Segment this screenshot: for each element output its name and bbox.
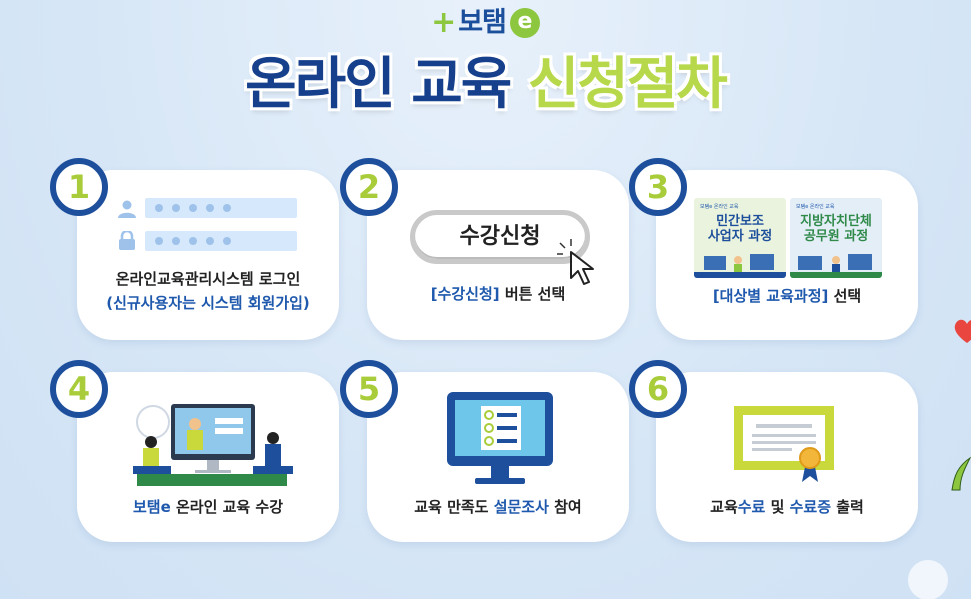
apply-button-illustration: 수강신청 <box>410 210 590 264</box>
decor-bubble <box>908 560 948 599</box>
cursor-icon <box>557 239 594 285</box>
course-2-title-b: 공무원 과정 <box>803 229 869 244</box>
id-field <box>145 198 297 218</box>
step-card-6: 교육수료 및 수료증 출력 <box>656 372 918 542</box>
online-learning-illustration <box>133 404 293 486</box>
course-card-public: 보탬e 온라인 교육 지방자치단체 공무원 과정 <box>790 198 882 278</box>
step-4-highlight: 보탬e <box>132 498 171 516</box>
step-number-4: 4 <box>50 360 108 418</box>
step-6-pre: 교육 <box>710 498 738 516</box>
course-2-label: 보탬e 온라인 교육 <box>796 204 835 210</box>
course-2-scene <box>790 254 882 278</box>
step-3-caption: [대상별 교육과정] 선택 <box>656 285 918 307</box>
heart-icon <box>954 319 971 343</box>
step-number-5: 5 <box>340 360 398 418</box>
course-1-title-a: 민간보조 <box>716 214 764 229</box>
course-1-title-b: 사업자 과정 <box>707 229 773 244</box>
course-2-title-a: 지방자치단체 <box>800 214 872 229</box>
step-3-highlight: [대상별 교육과정] <box>712 287 829 305</box>
logo: + 보탬 e <box>0 8 971 38</box>
lock-icon <box>119 231 135 250</box>
logo-e: e <box>509 8 540 38</box>
step-card-1: 온라인교육관리시스템 로그인 (신규사용자는 시스템 회원가입) <box>77 170 339 340</box>
step-5-highlight: 설문조사 <box>493 498 549 516</box>
step-5-rest: 참여 <box>548 498 582 516</box>
step-1-caption-2: (신규사용자는 시스템 회원가입) <box>106 294 310 312</box>
logo-plus-icon: + <box>431 5 457 40</box>
step-card-2: 수강신청 [수강신청] 버튼 선택 <box>367 170 629 340</box>
step-6-caption: 교육수료 및 수료증 출력 <box>656 496 918 518</box>
plant-icon <box>951 456 971 491</box>
user-icon <box>118 200 136 218</box>
step-2-caption: [수강신청] 버튼 선택 <box>367 283 629 305</box>
step-1-caption-1: 온라인교육관리시스템 로그인 <box>115 270 301 288</box>
logo-text: 보탬 <box>458 7 507 38</box>
step-number-2: 2 <box>340 158 398 216</box>
step-6-highlight-2: 수료증 <box>789 498 832 516</box>
step-2-rest: 버튼 선택 <box>499 285 566 303</box>
course-1-label: 보탬e 온라인 교육 <box>700 204 739 210</box>
step-number-1: 1 <box>50 158 108 216</box>
step-6-mid: 및 <box>765 498 790 516</box>
course-1-scene <box>694 254 786 278</box>
step-card-5: 교육 만족도 설문조사 참여 <box>367 372 629 542</box>
step-3-rest: 선택 <box>828 287 862 305</box>
certificate-icon <box>734 406 834 482</box>
step-card-4: 보탬e 온라인 교육 수강 <box>77 372 339 542</box>
step-4-caption: 보탬e 온라인 교육 수강 <box>77 496 339 518</box>
title-part2: 신청절차 <box>527 52 728 117</box>
password-field <box>145 231 297 251</box>
step-card-3: 보탬e 온라인 교육 민간보조 사업자 과정 보탬e 온라인 교육 지방자치단체… <box>656 170 918 340</box>
title-part1: 온라인 교육 <box>245 52 512 117</box>
step-6-rest: 출력 <box>831 498 864 516</box>
step-number-3: 3 <box>629 158 687 216</box>
step-number-6: 6 <box>629 360 687 418</box>
page-title: 온라인 교육 신청절차 <box>0 50 971 120</box>
course-card-private: 보탬e 온라인 교육 민간보조 사업자 과정 <box>694 198 786 278</box>
step-5-caption: 교육 만족도 설문조사 참여 <box>367 496 629 518</box>
step-2-highlight: [수강신청] <box>430 285 500 303</box>
step-6-highlight-1: 수료 <box>737 498 766 516</box>
survey-monitor-icon <box>447 392 553 484</box>
step-5-pre: 교육 만족도 <box>414 498 494 516</box>
step-4-rest: 온라인 교육 수강 <box>170 498 284 516</box>
